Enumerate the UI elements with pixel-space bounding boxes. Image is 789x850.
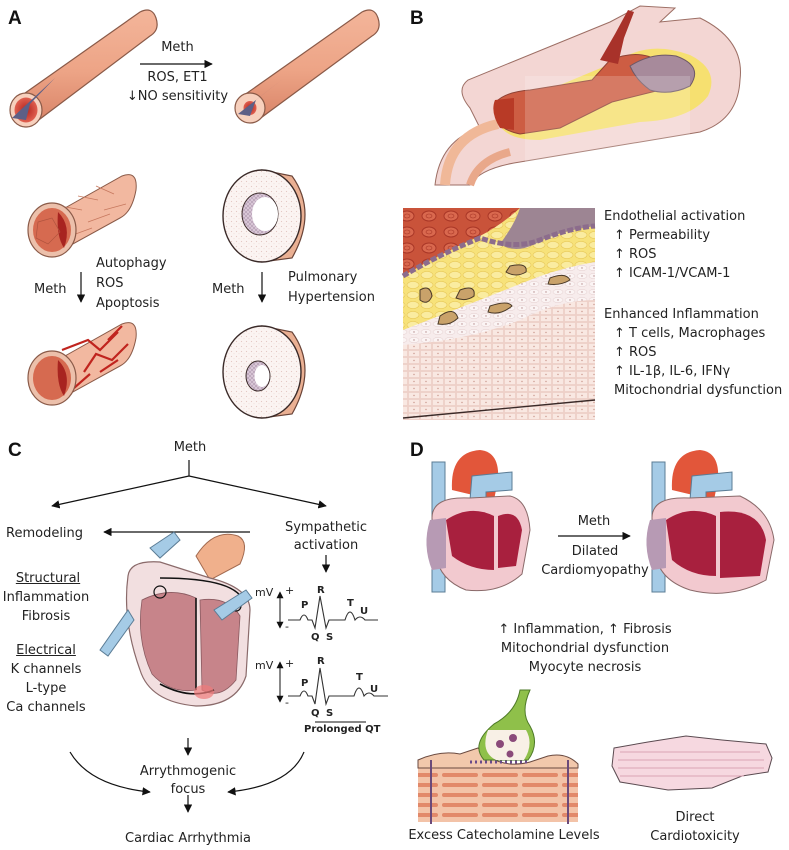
direct-label: Direct [675,810,715,825]
ecg2-p-label: P [301,678,308,689]
panel-a-effect-pulmonary: Pulmonary [288,270,358,285]
vessel-healthy [9,9,158,128]
pulmonary-artery-before [222,169,306,263]
ecg-t-label: T [347,598,354,609]
panel-a-top-mechanism: ROS, ET1 [147,70,208,85]
ecg2-minus: - [285,696,289,709]
group-item: ↑ Permeability [614,228,711,243]
panel-a-effect-apoptosis: Apoptosis [96,296,160,311]
group-item: ↑ ICAM-1/VCAM-1 [614,266,731,281]
ecg2-unit-label: mV [255,659,274,672]
ecg2-s-label: S [326,708,333,719]
atherosclerotic-vessel-illustration [434,5,741,187]
panel-a-left-arrow-label: Meth [34,282,67,297]
arrhythmogenic-label: Arrythmogenic [139,764,237,779]
group-item: ↑ ROS [614,345,657,360]
enhanced-inflammation-group: Enhanced Inflammation ↑ T cells, Macroph… [604,305,782,400]
ecg-normal [276,591,378,631]
group-item: ↑ IL-1β, IL-6, IFNγ [614,364,731,379]
prolonged-qt-label: Prolonged QT [304,724,381,735]
conduction-heart-illustration [99,531,253,707]
panel-c-root: Meth [173,440,207,455]
ecg-unit-label: mV [255,586,274,599]
group-item: ↑ ROS [614,247,657,262]
ecg2-u-label: U [370,684,378,695]
panel-c-activation: activation [293,538,359,553]
endothelial-vessel-damaged [27,322,137,406]
panel-a-top-no-sensitivity: ↓NO sensitivity [126,89,229,104]
cardiac-arrhythmia-label: Cardiac Arrhythmia [125,831,251,846]
cardiomyocyte-illustration [611,735,773,791]
panel-a-effect-ros: ROS [96,276,124,291]
electrical-item: Ca channels [6,700,86,715]
pulmonary-artery-thickened [222,325,306,419]
cardiotoxicity-label: Cardiotoxicity [650,829,740,844]
vessel-constricted [234,9,380,124]
panel-a-effect-autophagy: Autophagy [96,256,167,271]
endothelial-activation-group: Endothelial activation ↑ Permeability ↑ … [604,207,745,283]
panel-c-remodeling: Remodeling [6,526,84,541]
ecg-q-label: Q [311,632,320,643]
panel-a-right-arrow-label: Meth [212,282,245,297]
ecg-plus: + [285,584,295,597]
structural-item: Inflammation [2,590,90,605]
panel-d-letter: D [410,440,424,461]
panel-d-effect-mito: Mitochondrial dysfunction [500,641,670,656]
ecg-u-label: U [360,606,368,617]
panel-c-tree-lines [51,460,331,813]
ecg-minus: - [285,620,289,633]
sympathetic-synapse-illustration [417,689,579,824]
heart-dilated [646,450,775,594]
electrical-item: L-type [25,681,67,696]
group-heading: Endothelial activation [604,209,746,224]
electrical-heading: Electrical [16,643,76,658]
ecg2-r-label: R [317,656,325,667]
ecg-r-label: R [317,585,325,596]
vessel-wall-inset [401,208,596,420]
ecg-s-label: S [326,632,333,643]
catecholamine-label: Excess Catecholamine Levels [408,828,600,843]
panel-d-effect-inflammation: ↑ Inflammation, ↑ Fibrosis [498,622,672,637]
group-item: ↑ T cells, Macrophages [614,326,766,341]
heart-normal [426,450,531,593]
panel-a-letter: A [8,8,22,29]
group-item: Mitochondrial dysfunction [614,383,783,398]
ecg2-plus: + [285,657,295,670]
ecg-prolonged-qt [276,661,388,723]
structural-heading: Structural [15,571,81,586]
endothelial-vessel-before [27,174,137,258]
panel-b-letter: B [410,8,424,29]
group-heading: Enhanced Inflammation [604,307,759,322]
panel-c-letter: C [8,440,22,461]
focus-label: focus [170,782,206,797]
panel-d-effect-necrosis: Myocyte necrosis [528,660,642,675]
ecg2-t-label: T [356,672,363,683]
ecg2-q-label: Q [311,708,320,719]
panel-d-dilated: Dilated [571,544,619,559]
panel-d-cardiomyopathy: Cardiomyopathy [541,563,649,578]
panel-a-top-arrow-label: Meth [161,40,194,55]
structural-item: Fibrosis [21,609,71,624]
electrical-item: K channels [10,662,82,677]
panel-c-sympathetic: Sympathetic [284,520,368,535]
panel-a-effect-hypertension: Hypertension [288,290,375,305]
panel-d-arrow-label: Meth [577,514,611,529]
ecg-p-label: P [301,600,308,611]
